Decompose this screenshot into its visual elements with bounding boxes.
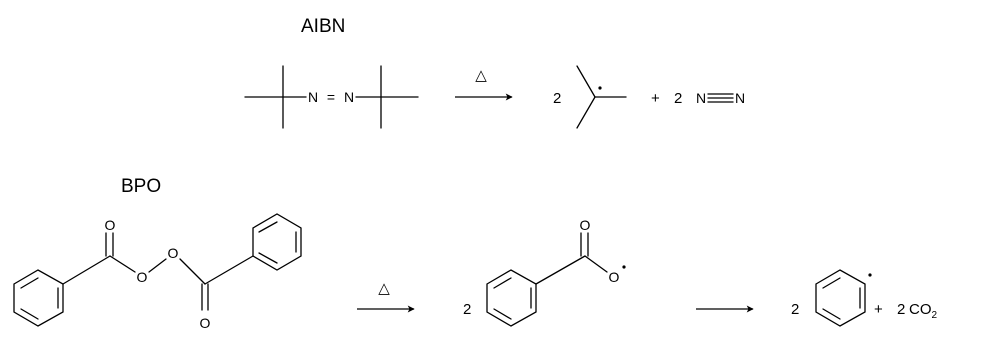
coefficient: 2 <box>553 90 561 107</box>
aibn-label: AIBN <box>301 16 345 37</box>
bond <box>20 308 39 320</box>
bond <box>822 308 841 320</box>
nitrogen-atom: N <box>308 89 318 105</box>
coefficient: 2 <box>791 301 799 318</box>
bond <box>179 258 206 285</box>
bond <box>576 65 596 98</box>
heat-symbol: △ <box>475 67 487 84</box>
benzene-ring <box>486 269 537 327</box>
heat-symbol: △ <box>378 280 390 297</box>
coefficient: 2 <box>463 301 471 318</box>
bpo-reaction: BPO O O O O <box>13 176 938 331</box>
bpo-arrow-1: △ <box>357 280 415 313</box>
radical-dot <box>622 265 626 269</box>
bond <box>493 308 512 320</box>
oxygen-atom: O <box>168 245 179 261</box>
nitrogen-atom: N <box>696 90 706 106</box>
bond <box>204 255 254 285</box>
formula-main: CO <box>909 301 932 318</box>
bond <box>535 255 586 285</box>
benzene-ring <box>815 269 866 327</box>
nitrogen-atom: N <box>735 90 745 106</box>
bpo-reactant: O O O O <box>13 213 302 331</box>
coefficient: 2 <box>674 90 682 107</box>
benzene-ring <box>13 269 64 327</box>
bond <box>822 277 841 289</box>
oxygen-atom: O <box>580 217 591 233</box>
formula-subscript: 2 <box>932 310 938 321</box>
oxygen-atom: O <box>200 315 211 331</box>
aibn-reactant: N = N <box>244 65 419 129</box>
radical-dot <box>598 86 602 90</box>
oxygen-atom: O <box>609 269 620 285</box>
bond <box>109 255 136 273</box>
aibn-arrow: △ <box>455 67 513 101</box>
oxygen-atom: O <box>137 269 148 285</box>
tert-butyl-radical <box>576 65 627 129</box>
nitrogen-atom: N <box>344 89 354 105</box>
phenyl-radical <box>815 269 872 327</box>
dinitrogen: N N <box>696 90 745 106</box>
bond <box>576 96 596 129</box>
bond <box>258 221 278 233</box>
radical-dot <box>868 273 872 277</box>
double-bond-symbol: = <box>327 89 335 105</box>
bond <box>20 277 39 289</box>
aibn-reaction: AIBN N = N △ 2 + 2 N N <box>244 16 745 129</box>
bpo-label: BPO <box>121 176 161 197</box>
bond <box>584 255 608 273</box>
bond <box>258 252 278 264</box>
bond <box>148 258 167 273</box>
plus-sign: + <box>651 90 660 107</box>
bond <box>62 255 111 285</box>
plus-sign: + <box>874 301 883 318</box>
carbon-dioxide: CO2 <box>909 301 938 321</box>
benzoyloxy-radical: O O <box>486 217 626 327</box>
coefficient: 2 <box>897 301 905 318</box>
bond <box>493 277 512 289</box>
oxygen-atom: O <box>105 217 116 233</box>
benzene-ring <box>252 213 302 271</box>
